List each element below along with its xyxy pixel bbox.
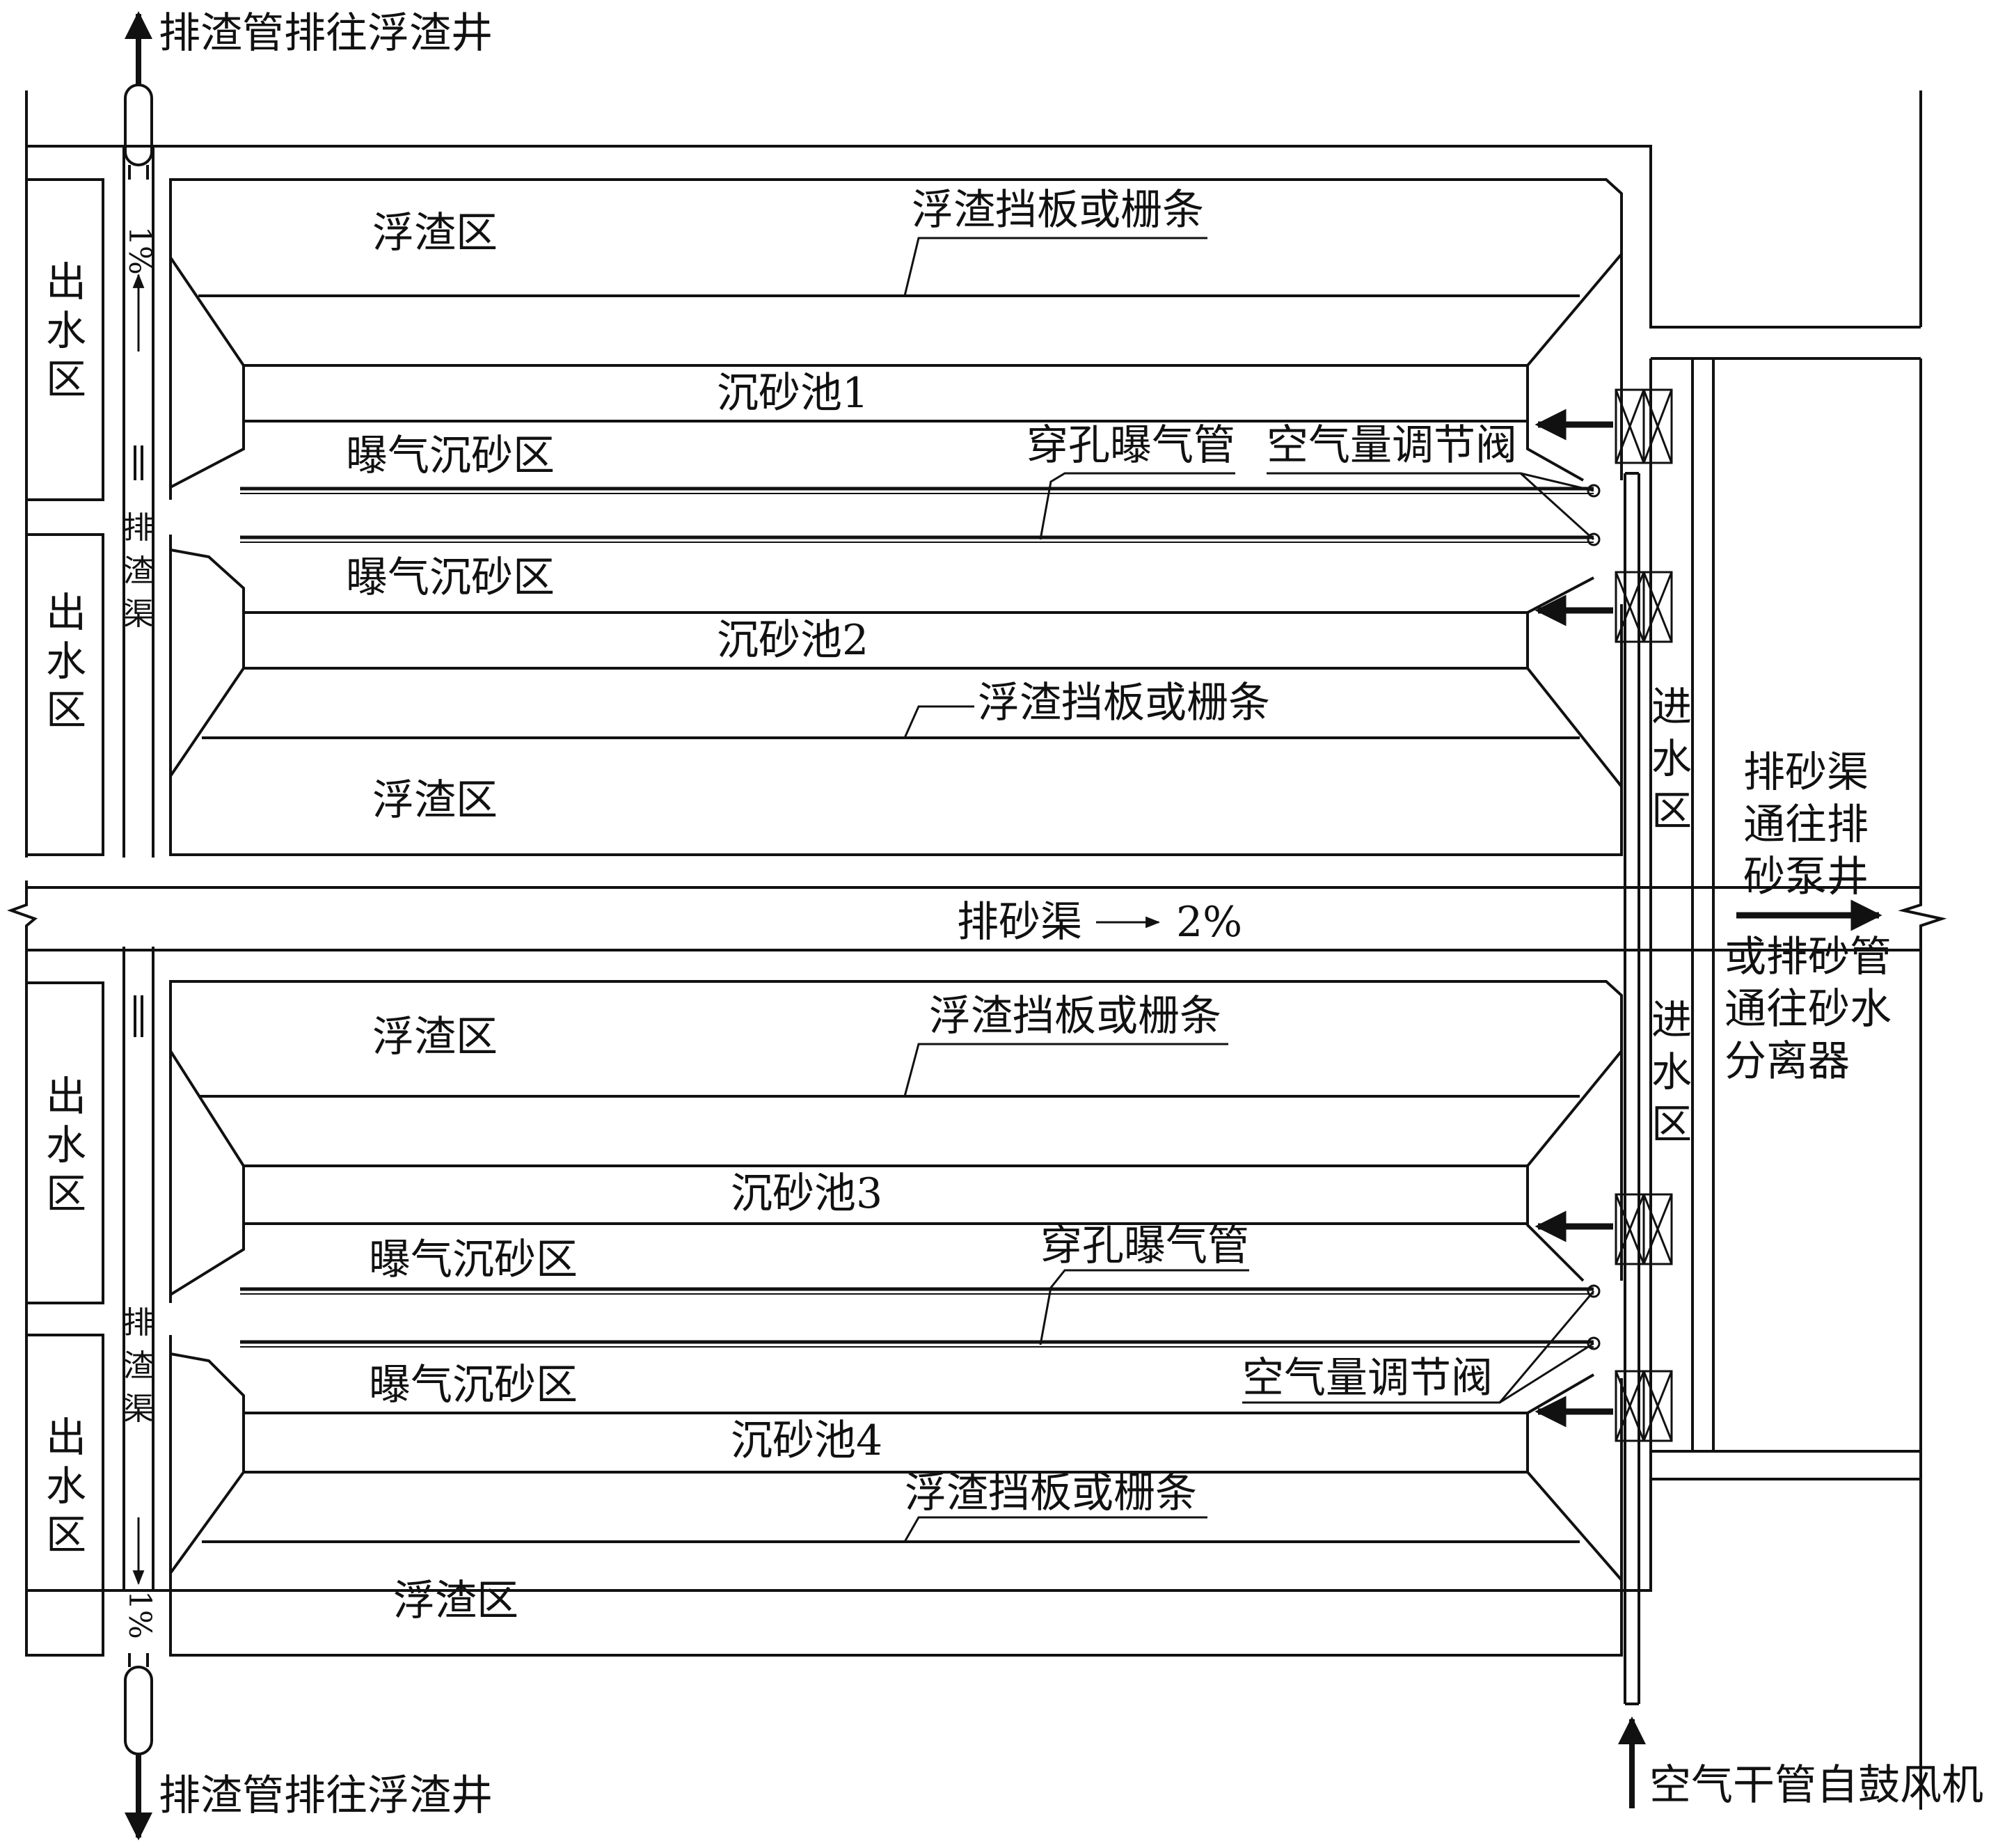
grit-pipe-line2: 通往砂水 bbox=[1725, 985, 1892, 1034]
tank-4-name: 沉砂池4 bbox=[731, 1416, 882, 1465]
scum-slope-top: 1% bbox=[122, 226, 157, 275]
inlet-zone-label-lower: 进水区 bbox=[1651, 996, 1692, 1148]
tank-1-name: 沉砂池1 bbox=[717, 369, 869, 418]
scum-pipe-label-top: 排渣管排往浮渣井 bbox=[159, 9, 493, 58]
tank-2: 曝气沉砂区 沉砂池2 浮渣挡板或栅条 浮渣区 bbox=[169, 535, 1623, 856]
sluice-gate-icon bbox=[1615, 571, 1673, 643]
aeration-pipe-label-a: 穿孔曝气管 bbox=[1026, 421, 1235, 470]
grit-pipe-line3: 分离器 bbox=[1725, 1037, 1850, 1086]
scum-channel-label-top: 排渣渠 bbox=[123, 510, 154, 632]
outlet-zone-3 bbox=[25, 981, 104, 1304]
sluice-gate-icon bbox=[1615, 1193, 1673, 1265]
grit-pipe-line1: 或排砂管 bbox=[1725, 933, 1892, 981]
break-line-icon bbox=[1898, 880, 1947, 957]
tank-2-aerated-zone-label: 曝气沉砂区 bbox=[346, 553, 555, 602]
scum-slope-bottom: 1% bbox=[122, 1590, 157, 1639]
tank-1-aerated-zone-label: 曝气沉砂区 bbox=[346, 432, 555, 480]
outlet-zones bbox=[25, 178, 104, 1657]
outlet-zone-label-1: 出水区 bbox=[46, 258, 86, 403]
scum-pipe-label-bottom: 排渣管排往浮渣井 bbox=[159, 1771, 493, 1820]
inlet-zone-label-upper: 进水区 bbox=[1651, 683, 1692, 835]
tank-3-baffle-label: 浮渣挡板或栅条 bbox=[929, 992, 1221, 1041]
tank-1-baffle-label: 浮渣挡板或栅条 bbox=[912, 186, 1204, 235]
grit-exit: 排砂渠 通往排 砂泵井 或排砂管 通往砂水 分离器 bbox=[1725, 748, 1892, 1086]
outlet-zone-2 bbox=[25, 533, 104, 856]
scum-channel-label-bottom: 排渣渠 bbox=[123, 1305, 154, 1427]
scum-pipe-bottom: 排渣管排往浮渣井 bbox=[124, 1653, 493, 1840]
tank-2-name: 沉砂池2 bbox=[717, 616, 869, 665]
outlet-zone-labels: 出水区 出水区 出水区 出水区 bbox=[46, 258, 86, 1558]
tank-4-scum-zone-label: 浮渣区 bbox=[393, 1577, 518, 1625]
break-line-icon bbox=[7, 880, 38, 957]
air-main-label: 空气干管自鼓风机 bbox=[1649, 1761, 1983, 1810]
air-valve-label-b: 空气量调节阀 bbox=[1242, 1354, 1493, 1403]
outlet-zone-4 bbox=[25, 1334, 104, 1657]
sluice-gate-icon bbox=[1615, 1370, 1673, 1442]
grit-exit-line2: 通往排 bbox=[1743, 800, 1869, 849]
air-main-pipe: 空气干管自鼓风机 bbox=[1618, 472, 1983, 1810]
tank-1-scum-zone-label: 浮渣区 bbox=[372, 209, 498, 258]
tank-3: 浮渣区 浮渣挡板或栅条 沉砂池3 曝气沉砂区 bbox=[169, 980, 1623, 1303]
scum-pipe-top: 排渣管排往浮渣井 bbox=[124, 9, 493, 180]
outlet-zone-1 bbox=[25, 178, 104, 501]
grit-channel-slope: 2% bbox=[1176, 898, 1242, 947]
tank-4-aerated-zone-label: 曝气沉砂区 bbox=[369, 1361, 578, 1409]
tank-3-name: 沉砂池3 bbox=[731, 1169, 882, 1218]
inlet-zone: 进水区 进水区 bbox=[1649, 358, 1715, 1479]
outlet-zone-label-2: 出水区 bbox=[46, 589, 86, 734]
aeration-pipe-label-b: 穿孔曝气管 bbox=[1040, 1222, 1249, 1270]
scum-channel-top: 1% 排渣渠 bbox=[122, 146, 157, 858]
tank-4-baffle-label: 浮渣挡板或栅条 bbox=[905, 1469, 1197, 1517]
aeration-pipes-b: 穿孔曝气管 空气量调节阀 bbox=[240, 1222, 1601, 1404]
grit-exit-line1: 排砂渠 bbox=[1743, 748, 1869, 797]
tank-3-aerated-zone-label: 曝气沉砂区 bbox=[369, 1235, 578, 1284]
sluice-gate-icon bbox=[1615, 388, 1673, 464]
air-valve-label-a: 空气量调节阀 bbox=[1267, 421, 1517, 470]
scum-channel-bottom: 1% 排渣渠 bbox=[122, 947, 157, 1639]
sluice-gates bbox=[1535, 388, 1673, 1442]
outlet-zone-label-3: 出水区 bbox=[46, 1073, 86, 1217]
tank-2-baffle-label: 浮渣挡板或栅条 bbox=[978, 679, 1270, 727]
tank-2-scum-zone-label: 浮渣区 bbox=[372, 776, 498, 825]
grit-channel: 排砂渠 2% bbox=[7, 880, 1947, 957]
outlet-char-1: 出 bbox=[46, 258, 86, 306]
grit-exit-line3: 砂泵井 bbox=[1743, 853, 1869, 901]
outlet-zone-label-4: 出水区 bbox=[46, 1414, 86, 1558]
tank-3-scum-zone-label: 浮渣区 bbox=[372, 1013, 498, 1061]
grit-channel-label: 排砂渠 bbox=[957, 898, 1082, 947]
tank-4: 曝气沉砂区 沉砂池4 浮渣挡板或栅条 浮渣区 bbox=[169, 1335, 1623, 1657]
aeration-pipes-a: 穿孔曝气管 空气量调节阀 bbox=[240, 421, 1601, 546]
tank-1: 浮渣区 沉砂池1 曝气沉砂区 浮渣挡板或栅条 bbox=[169, 178, 1623, 500]
